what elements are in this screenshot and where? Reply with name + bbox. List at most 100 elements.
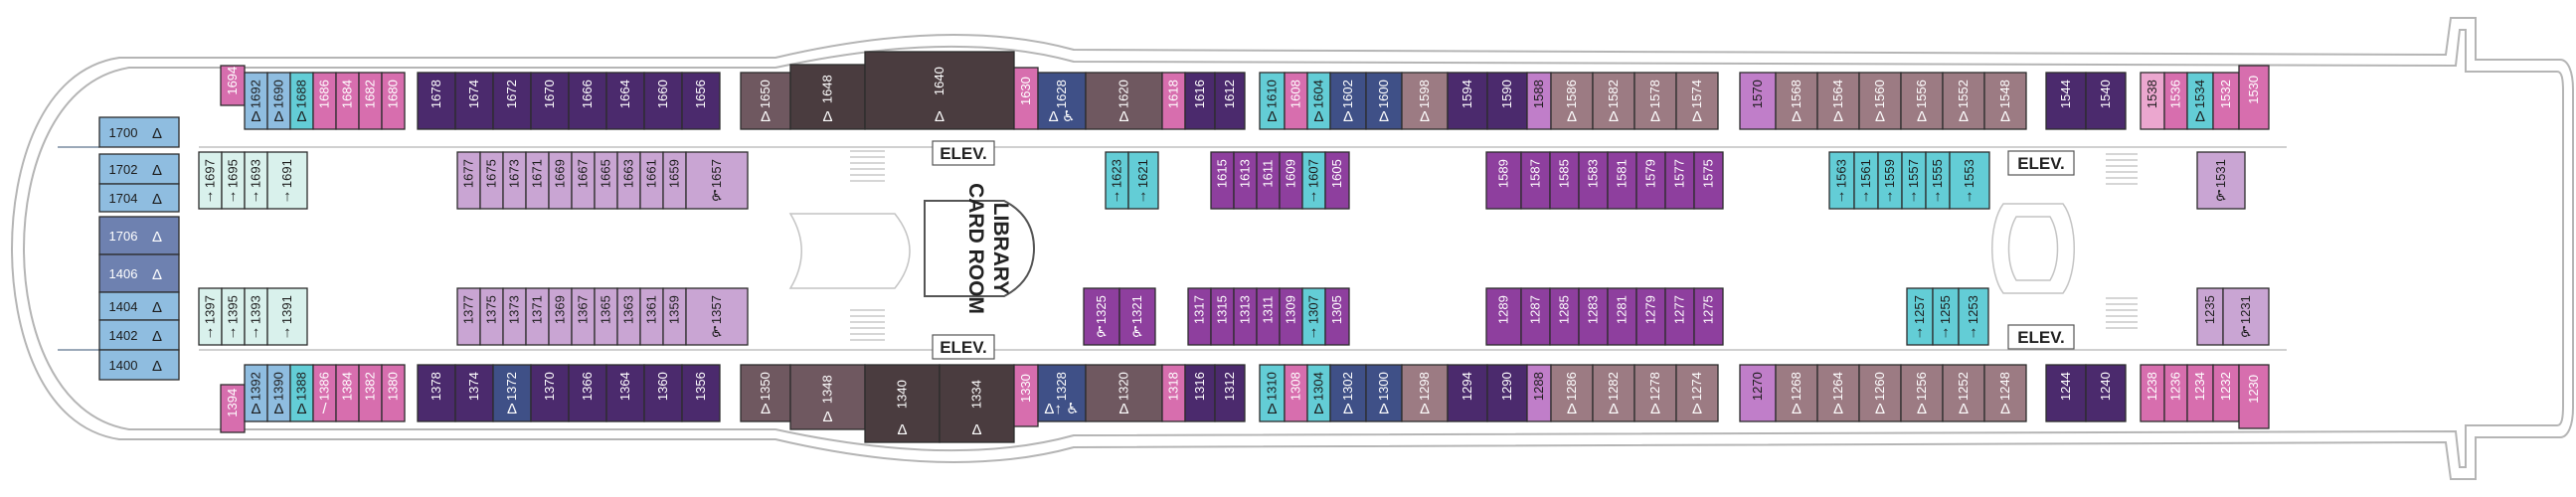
cabin-1317[interactable]: 1317 <box>1187 287 1212 346</box>
cabin-1397[interactable]: 1397↑ <box>198 287 223 346</box>
cabin-1605[interactable]: 1605 <box>1324 151 1350 210</box>
cabin-1253[interactable]: 1253↑ <box>1958 287 1989 346</box>
cabin-1363[interactable]: 1363 <box>616 287 641 346</box>
cabin-1384[interactable]: 1384 <box>335 364 360 422</box>
cabin-1393[interactable]: 1393↑ <box>244 287 268 346</box>
cabin-1377[interactable]: 1377 <box>456 287 481 346</box>
cabin-1279[interactable]: 1279 <box>1635 287 1666 346</box>
cabin-1287[interactable]: 1287 <box>1520 287 1551 346</box>
cabin-1395[interactable]: 1395↑ <box>221 287 246 346</box>
cabin-1682[interactable]: 1682 <box>358 72 383 130</box>
cabin-1540[interactable]: 1540 <box>2085 72 2127 130</box>
cabin-1563[interactable]: 1563↑ <box>1828 151 1855 210</box>
cabin-1281[interactable]: 1281 <box>1607 287 1637 346</box>
cabin-1570[interactable]: 1570 <box>1739 72 1777 130</box>
cabin-1680[interactable]: 1680 <box>381 72 406 130</box>
cabin-1590[interactable]: 1590 <box>1486 72 1528 130</box>
cabin-1361[interactable]: 1361 <box>639 287 664 346</box>
cabin-1660[interactable]: 1660 <box>643 72 683 130</box>
cabin-1277[interactable]: 1277 <box>1664 287 1695 346</box>
cabin-1615[interactable]: 1615 <box>1210 151 1235 210</box>
cabin-1315[interactable]: 1315 <box>1210 287 1235 346</box>
cabin-1588[interactable]: 1588 <box>1526 72 1552 130</box>
cabin-1234[interactable]: 1234 <box>2186 364 2214 422</box>
cabin-1581[interactable]: 1581 <box>1607 151 1637 210</box>
cabin-1532[interactable]: 1532 <box>2212 72 2240 130</box>
cabin-1257[interactable]: 1257↑ <box>1906 287 1934 346</box>
cabin-1621[interactable]: 1621↑ <box>1127 151 1159 210</box>
cabin-1669[interactable]: 1669 <box>548 151 573 210</box>
cabin-1670[interactable]: 1670 <box>530 72 570 130</box>
cabin-1612[interactable]: 1612 <box>1214 72 1246 130</box>
cabin-1285[interactable]: 1285 <box>1549 287 1580 346</box>
cabin-1371[interactable]: 1371 <box>525 287 550 346</box>
cabin-1394[interactable]: 1394 <box>220 384 246 433</box>
cabin-1677[interactable]: 1677 <box>456 151 481 210</box>
cabin-1283[interactable]: 1283 <box>1578 287 1609 346</box>
cabin-1382[interactable]: 1382 <box>358 364 383 422</box>
cabin-1659[interactable]: 1659 <box>662 151 687 210</box>
cabin-1630[interactable]: 1630 <box>1013 67 1039 130</box>
cabin-1369[interactable]: 1369 <box>548 287 573 346</box>
cabin-1673[interactable]: 1673 <box>502 151 527 210</box>
cabin-1230[interactable]: 1230 <box>2238 364 2270 429</box>
cabin-1536[interactable]: 1536 <box>2163 72 2188 130</box>
cabin-1236[interactable]: 1236 <box>2163 364 2188 422</box>
cabin-1672[interactable]: 1672 <box>492 72 532 130</box>
cabin-1386[interactable]: 1386/ <box>312 364 337 422</box>
cabin-1307[interactable]: 1307↑ <box>1301 287 1326 346</box>
cabin-1305[interactable]: 1305 <box>1324 287 1350 346</box>
cabin-1587[interactable]: 1587 <box>1520 151 1551 210</box>
cabin-1671[interactable]: 1671 <box>525 151 550 210</box>
cabin-1365[interactable]: 1365 <box>594 287 618 346</box>
cabin-1359[interactable]: 1359 <box>662 287 687 346</box>
cabin-1531[interactable]: 1531♿ <box>2196 151 2246 210</box>
cabin-1244[interactable]: 1244 <box>2045 364 2087 422</box>
cabin-1693[interactable]: 1693↑ <box>244 151 268 210</box>
cabin-1232[interactable]: 1232 <box>2212 364 2240 422</box>
cabin-1607[interactable]: 1607↑ <box>1301 151 1326 210</box>
cabin-1691[interactable]: 1691↑ <box>266 151 308 210</box>
cabin-1238[interactable]: 1238 <box>2140 364 2165 422</box>
cabin-1309[interactable]: 1309 <box>1279 287 1303 346</box>
cabin-1657[interactable]: 1657♿ <box>685 151 749 210</box>
cabin-1308[interactable]: 1308 <box>1284 364 1308 422</box>
cabin-1270[interactable]: 1270 <box>1739 364 1777 422</box>
cabin-1311[interactable]: 1311 <box>1256 287 1281 346</box>
cabin-1664[interactable]: 1664 <box>605 72 645 130</box>
cabin-1530[interactable]: 1530 <box>2238 65 2270 130</box>
cabin-1231[interactable]: 1231♿ <box>2222 287 2270 346</box>
cabin-1609[interactable]: 1609 <box>1279 151 1303 210</box>
cabin-1288[interactable]: 1288 <box>1526 364 1552 422</box>
cabin-1289[interactable]: 1289 <box>1485 287 1522 346</box>
cabin-1667[interactable]: 1667 <box>571 151 596 210</box>
